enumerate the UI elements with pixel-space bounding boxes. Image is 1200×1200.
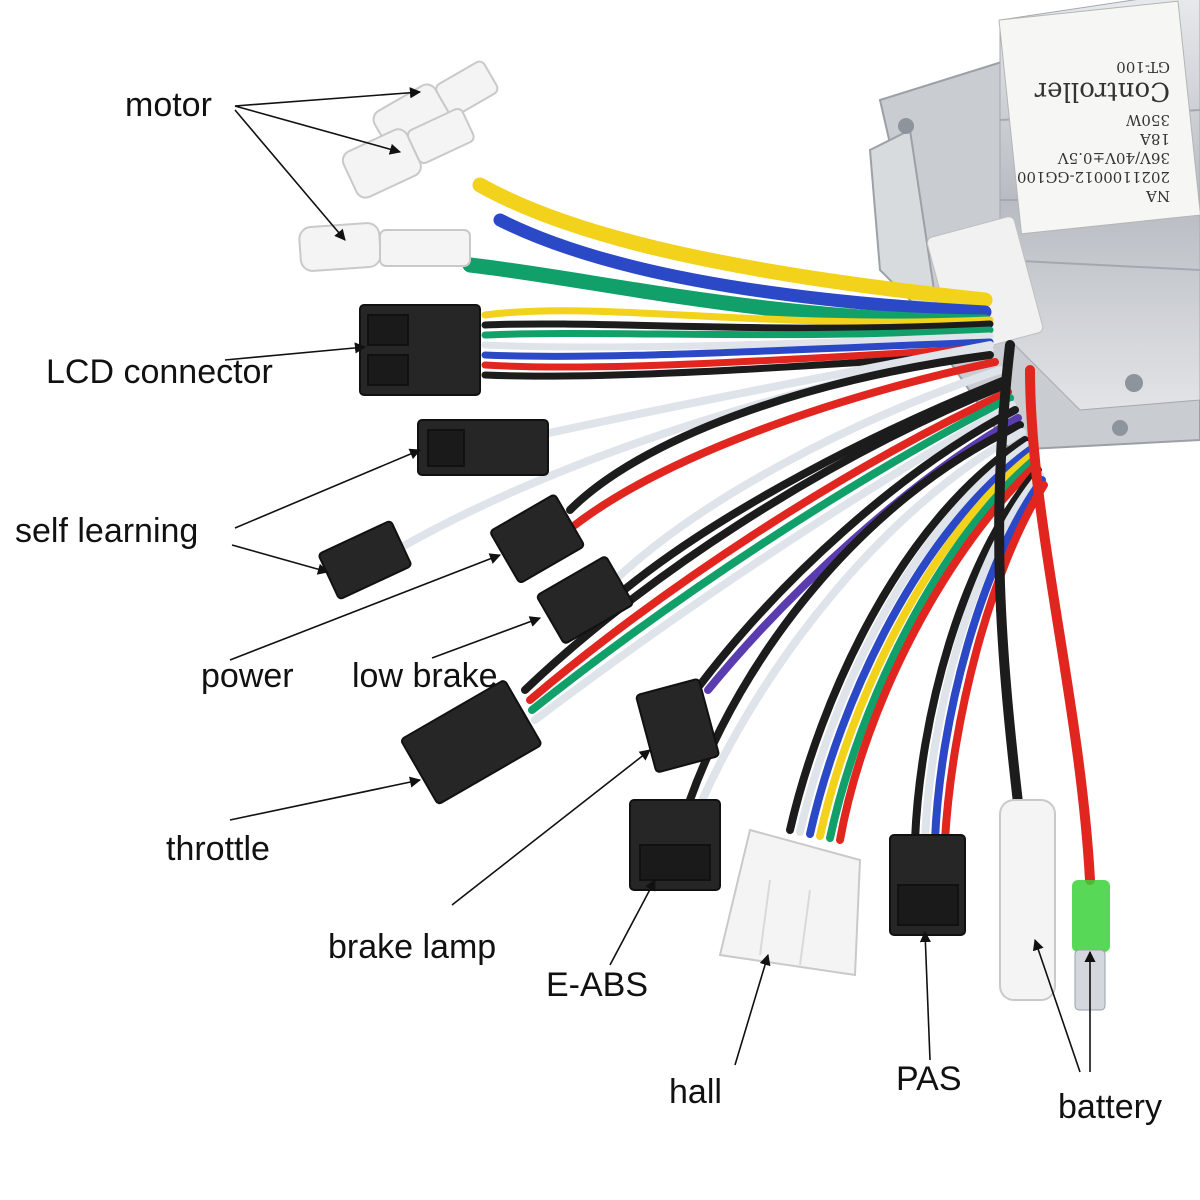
brand-text: NA [1146, 187, 1170, 205]
pas-plug [889, 834, 966, 936]
label-power: power [201, 657, 294, 695]
motor-connectors [298, 60, 499, 272]
label-motor: motor [125, 86, 212, 124]
current-text: 18A [1140, 130, 1170, 148]
controller-model: GT-100 [1116, 58, 1170, 76]
label-hall: hall [669, 1073, 722, 1111]
e-abs-plug [629, 799, 721, 891]
controller-label: NA 2021100012-GG100 36V/40V±0.5V 18A 350… [1016, 30, 1170, 205]
power-plug [490, 494, 585, 584]
controller-name: Controller [1034, 76, 1170, 106]
label-self-learning: self learning [15, 512, 199, 550]
throttle-plug [401, 680, 542, 805]
wire-bundle [396, 177, 1095, 885]
battery-terminals [999, 799, 1110, 1011]
brake-lamp-plug [635, 678, 720, 773]
label-low-brake: low brake [352, 657, 498, 695]
annotation-arrows [224, 87, 1096, 1073]
label-lcd-connector: LCD connector [46, 353, 273, 391]
power-rating-text: 350W [1125, 111, 1170, 129]
lcd-connector-plug [359, 304, 481, 396]
serial-text: 2021100012-GG100 [1016, 168, 1170, 186]
label-pas: PAS [896, 1060, 962, 1098]
label-brake-lamp: brake lamp [328, 928, 497, 966]
hall-connector [718, 828, 862, 977]
self-learning-plug-b [318, 520, 412, 600]
label-throttle: throttle [166, 830, 270, 868]
self-learning-plug-a [417, 419, 549, 476]
low-brake-plug [536, 556, 634, 644]
label-battery: battery [1058, 1088, 1162, 1126]
label-e-abs: E-ABS [546, 966, 649, 1004]
voltage-text: 36V/40V±0.5V [1057, 149, 1170, 167]
